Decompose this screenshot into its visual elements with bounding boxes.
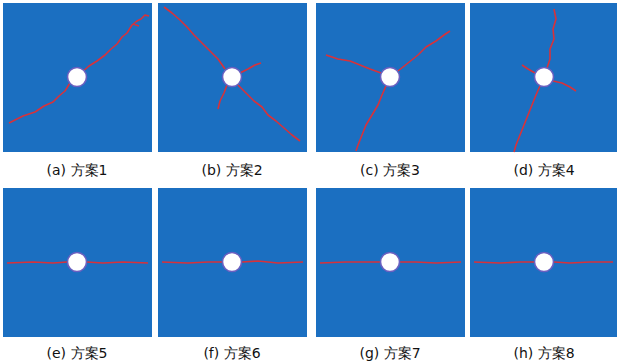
panel-caption: (c) 方案3 (360, 162, 420, 178)
panel-caption: (g) 方案7 (359, 345, 420, 361)
panel-e (3, 188, 152, 337)
panel-b (158, 3, 307, 152)
panel-caption: (h) 方案8 (513, 345, 574, 361)
panel-d (470, 3, 617, 152)
panel-caption: (d) 方案4 (513, 162, 574, 178)
panel-h (470, 188, 617, 337)
panel-a (3, 3, 152, 152)
panel-caption: (b) 方案2 (201, 162, 262, 178)
panel-f (158, 188, 307, 337)
panel-caption: (f) 方案6 (203, 345, 260, 361)
panel-c (316, 3, 465, 152)
panel-g (316, 188, 465, 337)
panel-caption: (e) 方案5 (47, 345, 108, 361)
panel-caption: (a) 方案1 (47, 162, 108, 178)
